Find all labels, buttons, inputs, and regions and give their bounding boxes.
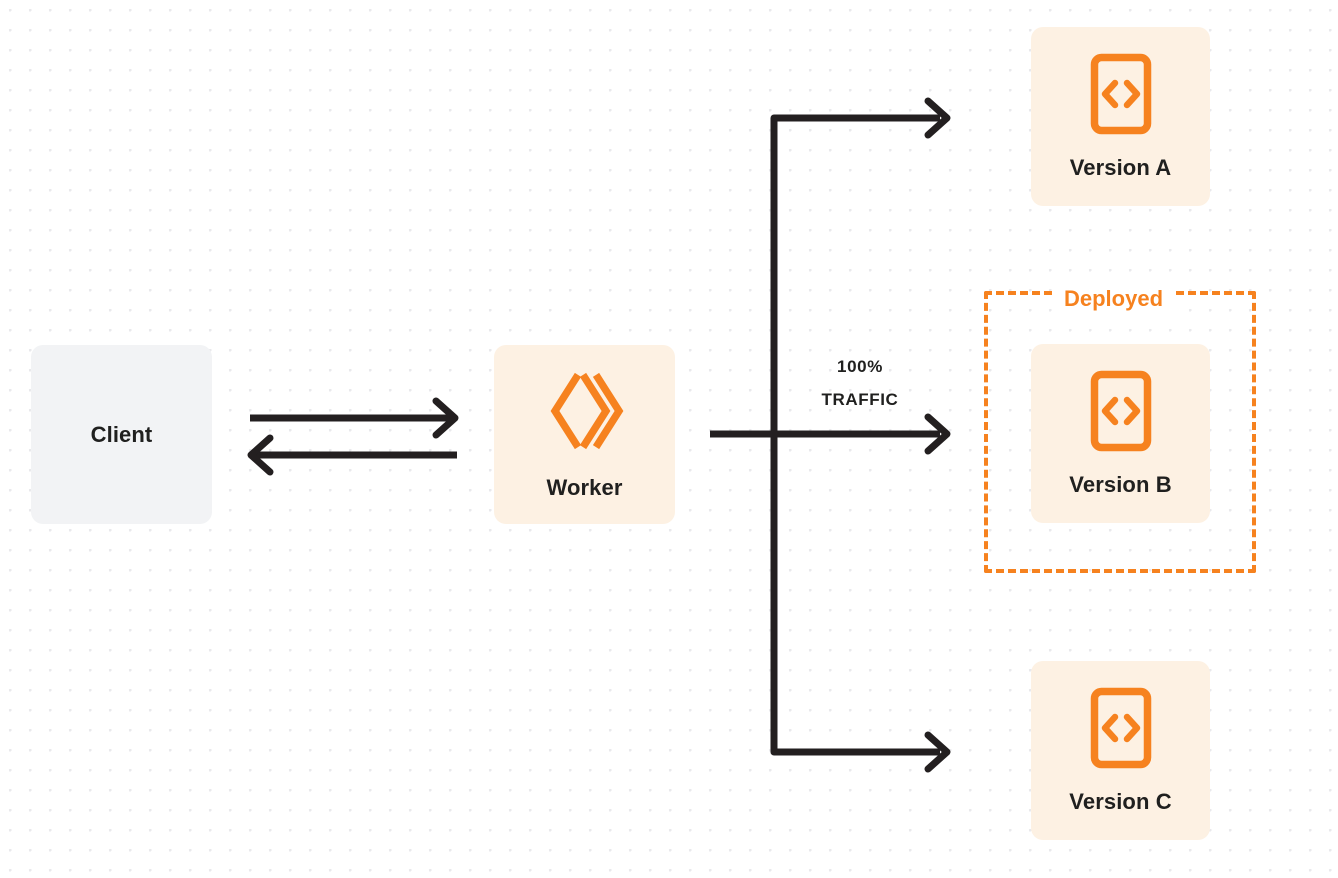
arrow-branch-version-c — [774, 731, 951, 773]
node-version-c[interactable]: Version C — [1031, 661, 1210, 840]
node-client-label: Client — [90, 421, 153, 447]
code-brackets-icon — [1090, 687, 1152, 769]
cloudflare-workers-logo-icon — [543, 369, 627, 453]
deployed-frame — [984, 291, 1256, 573]
traffic-word: TRAFFIC — [821, 390, 899, 409]
node-client[interactable]: Client — [31, 345, 212, 524]
arrow-client-to-worker — [250, 397, 459, 439]
node-version-a[interactable]: Version A — [1031, 27, 1210, 206]
arrow-branch-version-a — [774, 97, 951, 139]
code-brackets-icon — [1090, 370, 1152, 452]
arrow-branch-version-b — [774, 413, 951, 455]
node-version-c-label: Version C — [1069, 788, 1172, 814]
deployed-frame-label: Deployed — [1054, 285, 1174, 313]
node-version-b-label: Version B — [1069, 471, 1172, 497]
arrow-worker-to-client — [247, 434, 457, 476]
traffic-trunk — [710, 114, 778, 756]
code-brackets-icon — [1090, 53, 1152, 135]
traffic-label: 100% TRAFFIC — [786, 350, 934, 416]
node-version-b[interactable]: Version B — [1031, 344, 1210, 523]
traffic-percent: 100% — [837, 357, 883, 376]
node-worker-label: Worker — [546, 474, 623, 500]
node-worker[interactable]: Worker — [494, 345, 675, 524]
node-version-a-label: Version A — [1069, 154, 1172, 180]
